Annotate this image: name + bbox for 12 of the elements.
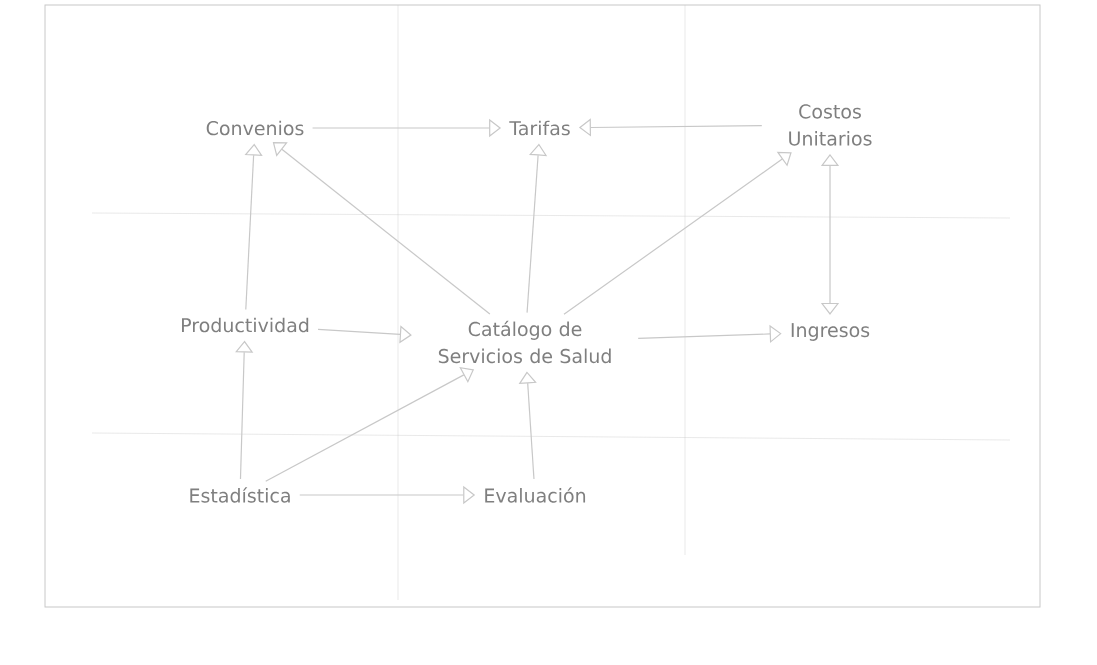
node-label: Catálogo de Servicios de Salud	[438, 320, 611, 364]
node-label: Convenios	[206, 120, 304, 136]
node-label: Evaluación	[485, 487, 586, 503]
node-label: Costos Unitarios	[789, 104, 872, 146]
node-label: Ingresos	[791, 323, 870, 341]
block-arrow	[244, 143, 263, 311]
node-label: Productividad	[182, 317, 309, 333]
block-arrow	[272, 142, 491, 315]
node-label: Estadística	[190, 487, 290, 503]
block-arrow	[563, 151, 792, 315]
node-label: Tarifas	[509, 120, 570, 136]
block-arrow	[518, 371, 537, 480]
